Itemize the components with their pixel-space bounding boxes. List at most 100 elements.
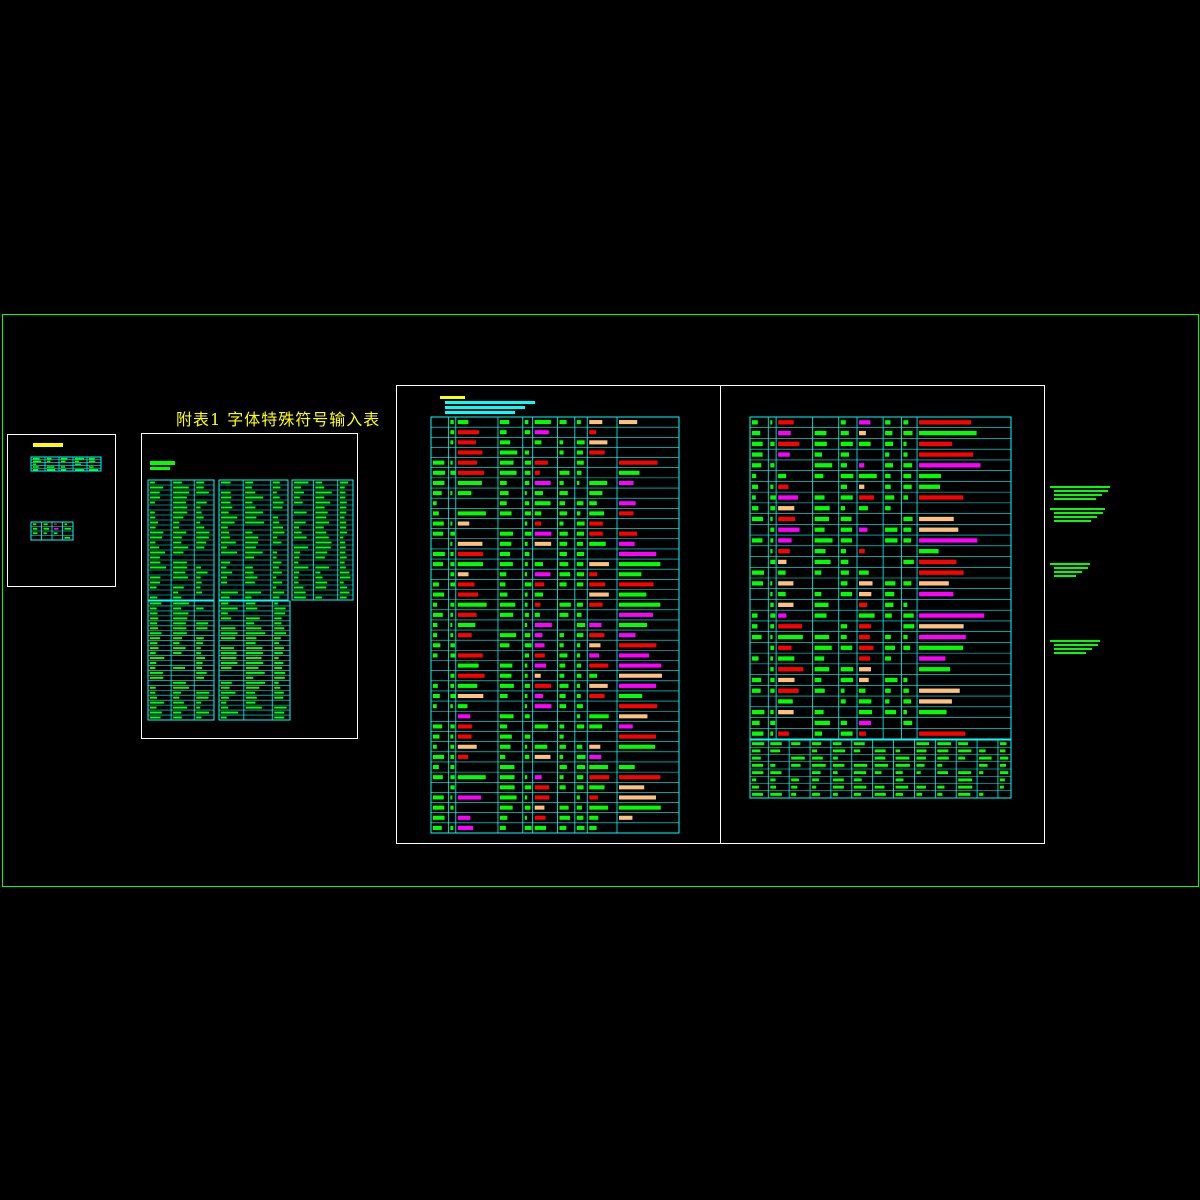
symbol-table-a-cell-text <box>173 576 188 579</box>
layer-table-left-cell-text <box>619 805 661 810</box>
layer-table-right-cell-text <box>778 420 794 425</box>
layer-table-left-cell-text <box>559 420 567 425</box>
dimension-table-cell-text <box>916 742 929 746</box>
layer-table-right-cell-text <box>814 667 830 672</box>
small-table-1-cell-text <box>75 469 85 471</box>
layer-table-left-cell-text <box>589 572 598 577</box>
layer-table-right-cell-text <box>903 441 907 446</box>
layer-table-right-cell-text <box>919 516 954 522</box>
symbol-table-d-cell-text <box>150 666 156 669</box>
layer-table-left-cell-text <box>499 714 514 719</box>
symbol-table-b-cell-text <box>221 541 236 544</box>
layer-table-right-cell-text <box>770 602 774 607</box>
symbol-table-a-cell-text <box>173 596 182 599</box>
symbol-table-a-cell-text <box>173 496 187 499</box>
symbol-note <box>150 461 175 465</box>
dimension-table-cell-text <box>895 792 903 796</box>
dimension-table-cell-text <box>812 778 819 782</box>
dimension-table-cell-text <box>979 756 992 760</box>
layer-table-left-cell-text <box>433 724 443 729</box>
layer-table-left-cell-text <box>576 714 581 719</box>
symbol-table-d-cell-text <box>150 691 156 694</box>
layer-table-left-cell-text <box>576 775 584 780</box>
layer-table-left-cell-text <box>524 430 531 435</box>
layer-table-left-cell-text <box>576 765 586 770</box>
layer-table-left-cell-text <box>534 663 547 668</box>
layer-table-left-cell-text <box>450 602 455 607</box>
layer-table-left-cell-text <box>576 744 583 749</box>
layer-table-note <box>445 411 515 414</box>
symbol-table-a-cell-text <box>150 581 161 584</box>
layer-table-left-cell-text <box>559 754 564 759</box>
dimension-table-cell-text <box>999 763 1006 767</box>
symbol-table-b-cell-text <box>221 516 238 519</box>
symbol-table-b-cell-text <box>221 591 238 594</box>
layer-table-right-cell-text <box>840 591 853 597</box>
layer-table-left-cell-text <box>457 704 468 709</box>
layer-table-left-cell-text <box>576 602 583 607</box>
layer-table-left-cell-text <box>433 612 443 617</box>
symbol-table-a-cell-text <box>196 581 202 584</box>
layer-table-left-cell-text <box>619 511 634 516</box>
layer-table-left-cell-text <box>433 562 443 567</box>
layer-table-right-cell-text <box>919 613 985 618</box>
symbol-table-a-cell-text <box>150 496 161 499</box>
layer-table-right-cell-text <box>814 731 823 736</box>
symbol-table-c-cell-text <box>339 576 351 579</box>
layer-table-left-cell-text <box>619 683 657 688</box>
layer-table-right-cell-text <box>919 731 966 736</box>
layer-table-left-cell-text <box>559 744 566 749</box>
symbol-table-b-cell-text <box>245 511 263 514</box>
small-table-1-cell-text <box>75 463 81 465</box>
layer-table-left-cell-text <box>534 491 544 496</box>
layer-table-right-cell-text <box>903 527 912 532</box>
layer-table-right-cell-text <box>840 430 849 436</box>
symbol-table-e-cell-text <box>245 661 264 664</box>
layer-table-right-cell-text <box>840 688 845 693</box>
layer-table-left-cell-text <box>499 775 515 780</box>
symbol-table-d-cell-text <box>196 691 210 694</box>
layer-table-right-cell-text <box>859 602 867 607</box>
layer-table-left-cell-text <box>589 714 609 719</box>
symbol-table-a-cell-text <box>150 536 163 539</box>
dimension-table-cell-text <box>916 756 926 760</box>
symbol-table-d-cell-text <box>150 701 164 704</box>
layer-table-left-cell-text <box>534 582 545 587</box>
symbol-table-e-cell-text <box>274 696 284 699</box>
layer-table-right-cell-text <box>778 538 792 543</box>
layer-table-note <box>445 406 525 409</box>
symbol-table-c-cell-text <box>339 491 346 494</box>
symbol-table-c-cell-text <box>315 586 327 589</box>
dimension-table-cell-text <box>937 785 945 789</box>
dimension-table-cell-text <box>832 792 838 796</box>
layer-table-left-cell-text <box>499 531 513 536</box>
symbol-table-c-cell-text <box>339 581 344 584</box>
symbol-table-e-cell-text <box>221 701 227 704</box>
layer-table-right-cell-text <box>752 463 762 468</box>
small-table-1-cell-text <box>47 469 56 471</box>
layer-table-right-cell-text <box>859 688 866 693</box>
dimension-table-cell-text <box>853 749 861 753</box>
symbol-table-b-cell-text <box>272 506 283 509</box>
layer-table-left-cell-text <box>524 744 528 749</box>
symbol-table-b-cell-text <box>221 561 231 564</box>
layer-table-left-cell-text <box>524 612 529 617</box>
layer-table-left-cell-text <box>589 754 602 759</box>
layer-table-right-cell-text <box>903 645 911 650</box>
dimension-table-cell-text <box>832 763 845 767</box>
symbol-table-c-cell-text <box>339 591 350 594</box>
layer-table-right-cell-text <box>903 624 915 629</box>
layer-table-left-cell-text <box>499 582 506 587</box>
symbol-table-c-cell-text <box>294 571 300 574</box>
layer-table-left-cell-text <box>457 551 483 557</box>
dimension-table-cell-text <box>812 771 821 775</box>
symbol-table-c-cell-text <box>315 541 332 544</box>
symbol-table-d-cell-text <box>173 632 187 635</box>
layer-table-left-cell-text <box>589 602 603 607</box>
symbol-table-a-cell-text <box>173 561 187 564</box>
symbol-table-a-cell-text <box>150 556 160 559</box>
symbol-table-a-cell-text <box>150 526 156 529</box>
layer-table-left-cell-text <box>534 744 548 749</box>
layer-table-left-cell-text <box>619 714 648 719</box>
symbol-table-a-cell-text <box>150 561 161 564</box>
